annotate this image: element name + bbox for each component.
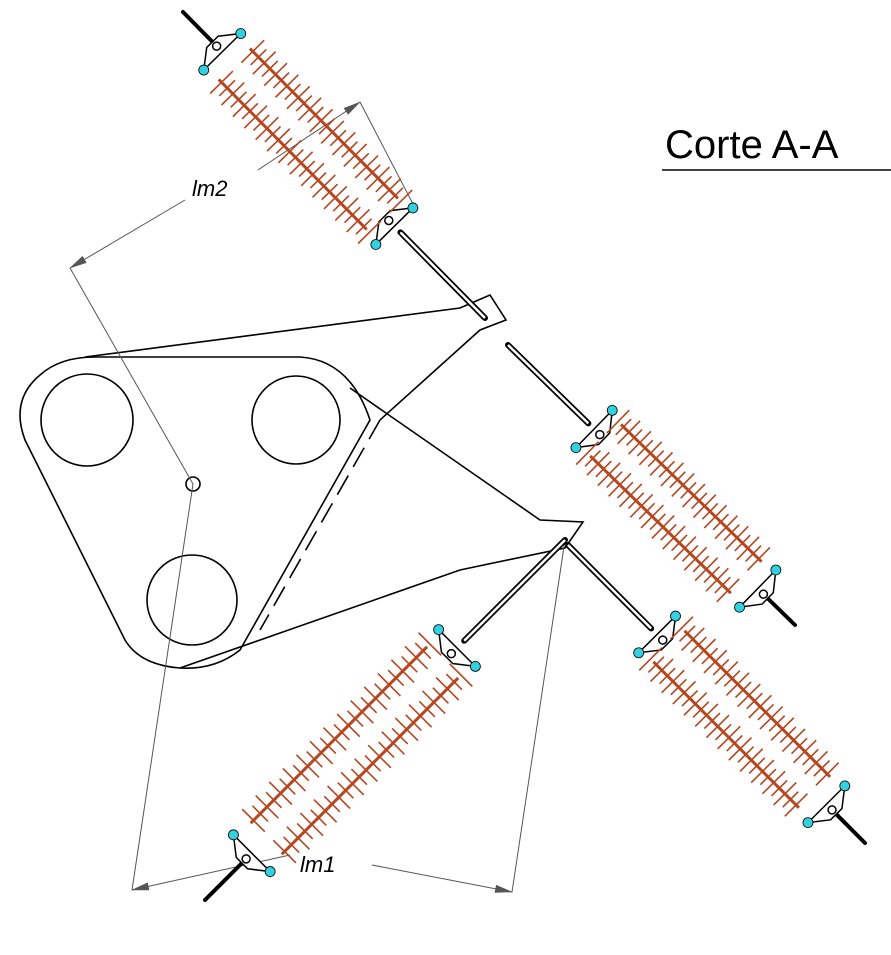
insulator-string-upper-left bbox=[181, 10, 488, 321]
subconductor-3 bbox=[146, 554, 238, 646]
insulator-strings bbox=[181, 10, 867, 902]
bundle-center bbox=[185, 476, 201, 492]
insulator-string-upper-right bbox=[505, 342, 797, 627]
insulator-string-lower-left bbox=[203, 537, 568, 902]
dimension-label-lm1: lm1 bbox=[300, 852, 335, 877]
dimension-lines bbox=[69, 101, 566, 893]
conductor-bundle bbox=[19, 356, 371, 669]
dashed-projection bbox=[259, 419, 381, 631]
subconductor-2 bbox=[251, 375, 341, 465]
dimension-label-lm2: lm2 bbox=[192, 176, 227, 201]
subconductor-1 bbox=[40, 373, 134, 467]
section-title: Corte A-A bbox=[665, 123, 839, 167]
upper-yoke bbox=[84, 293, 508, 421]
insulator-string-lower-right bbox=[565, 542, 867, 845]
yoke-plates bbox=[84, 293, 585, 669]
lower-yoke bbox=[179, 387, 585, 669]
